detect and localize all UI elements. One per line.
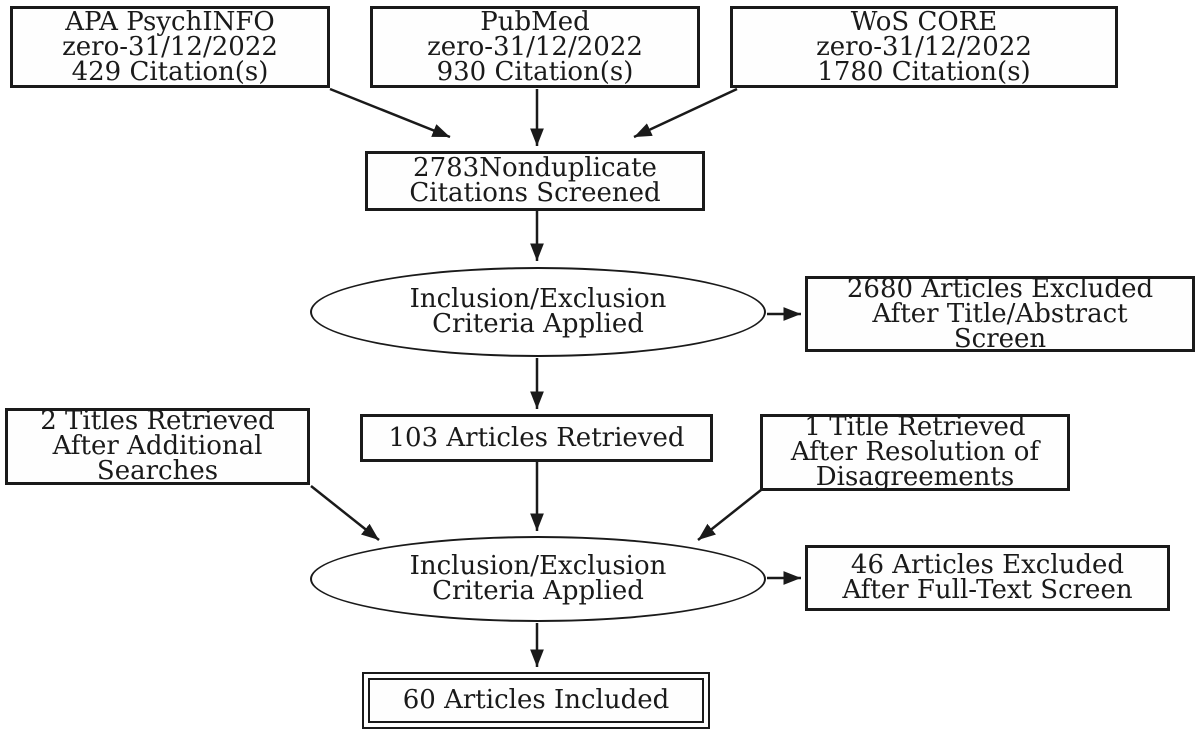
date-range: zero-31/12/2022 (427, 31, 643, 62)
date-range: zero-31/12/2022 (62, 31, 278, 62)
source-box-wos-core: WoS CORE zero-31/12/2022 1780 Citation(s… (730, 6, 1118, 88)
additional-line: Searches (96, 456, 219, 486)
additional-searches-box: 2 Titles Retrieved After Additional Sear… (5, 408, 310, 485)
citation-count: 1780 Citation(s) (817, 56, 1031, 87)
criteria-line: Criteria Applied (432, 309, 644, 339)
screened-box: 2783Nonduplicate Citations Screened (365, 151, 705, 211)
excluded-line: Screen (953, 323, 1047, 354)
arrow-disagreements-to-criteria2 (697, 489, 762, 541)
source-name: WoS CORE (850, 6, 998, 37)
arrow-additional-to-criteria2 (310, 485, 380, 541)
included-box: 60 Articles Included (362, 672, 710, 729)
excluded-line: After Full-Text Screen (842, 575, 1133, 605)
source-box-pubmed: PubMed zero-31/12/2022 930 Citation(s) (370, 6, 700, 88)
retrieved-line: 103 Articles Retrieved (388, 422, 685, 453)
included-box-inner: 60 Articles Included (368, 678, 704, 723)
disagreements-line: After Resolution of (790, 437, 1040, 467)
screened-line: Citations Screened (409, 178, 661, 208)
criteria-line: Inclusion/Exclusion (409, 284, 667, 314)
source-box-apa-psychinfo: APA PsychINFO zero-31/12/2022 429 Citati… (10, 6, 330, 88)
source-name: APA PsychINFO (65, 6, 275, 37)
disagreements-line: Disagreements (815, 462, 1015, 492)
criteria-ellipse-1: Inclusion/Exclusion Criteria Applied (310, 267, 766, 357)
excluded-line: 46 Articles Excluded (850, 550, 1125, 580)
excluded-full-text-box: 46 Articles Excluded After Full-Text Scr… (805, 545, 1170, 611)
excluded-line: After Title/Abstract (872, 298, 1128, 329)
excluded-line: 2680 Articles Excluded (846, 273, 1154, 304)
additional-line: 2 Titles Retrieved (40, 406, 275, 436)
arrow-apa-to-screened (329, 87, 451, 139)
disagreements-line: 1 Title Retrieved (804, 412, 1026, 442)
criteria-line: Criteria Applied (432, 576, 644, 606)
date-range: zero-31/12/2022 (816, 31, 1032, 62)
included-line: 60 Articles Included (402, 685, 670, 715)
additional-line: After Additional (52, 431, 263, 461)
citation-count: 930 Citation(s) (436, 56, 634, 87)
arrow-wos-to-screened (633, 87, 738, 139)
excluded-title-abstract-box: 2680 Articles Excluded After Title/Abstr… (805, 276, 1195, 352)
source-name: PubMed (480, 6, 590, 37)
screened-line: 2783Nonduplicate (413, 153, 657, 183)
citation-count: 429 Citation(s) (71, 56, 269, 87)
criteria-ellipse-2: Inclusion/Exclusion Criteria Applied (310, 536, 766, 622)
disagreements-box: 1 Title Retrieved After Resolution of Di… (760, 414, 1070, 491)
criteria-line: Inclusion/Exclusion (409, 551, 667, 581)
articles-retrieved-box: 103 Articles Retrieved (360, 414, 713, 462)
